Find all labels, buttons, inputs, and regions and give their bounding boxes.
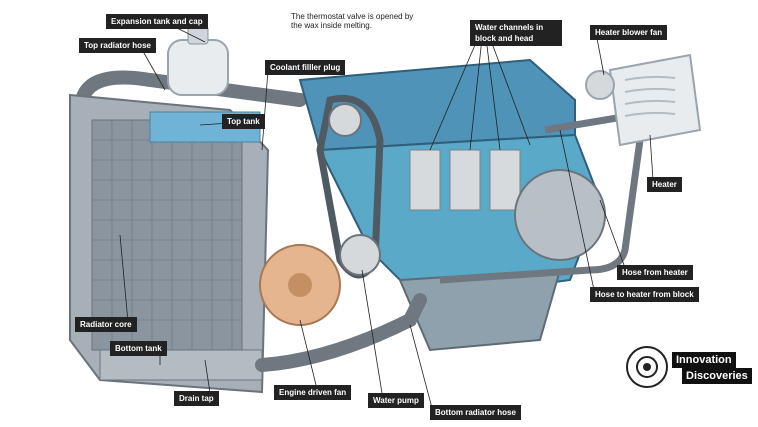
brand-logo-icon — [626, 346, 668, 388]
engine-fan-hub — [288, 273, 312, 297]
thermostat-note: The thermostat valve is opened by the wa… — [291, 12, 421, 30]
label-expansion-tank: Expansion tank and cap — [106, 14, 208, 29]
label-heater-blower-fan: Heater blower fan — [590, 25, 667, 40]
label-hose-from-heater: Hose from heater — [617, 265, 693, 280]
label-top-tank: Top tank — [222, 114, 265, 129]
pulley-bottom — [340, 235, 380, 275]
label-drain-tap: Drain tap — [174, 391, 219, 406]
expansion-tank — [168, 40, 228, 95]
label-top-radiator-hose: Top radiator hose — [79, 38, 156, 53]
label-bottom-radiator-hose: Bottom radiator hose — [430, 405, 521, 420]
label-water-pump: Water pump — [368, 393, 424, 408]
label-bottom-tank: Bottom tank — [110, 341, 167, 356]
label-heater: Heater — [647, 177, 682, 192]
label-engine-driven-fan: Engine driven fan — [274, 385, 351, 400]
brand-line1: Innovation — [672, 352, 736, 368]
engine-sump — [400, 270, 560, 350]
label-radiator-core: Radiator core — [75, 317, 137, 332]
label-water-channels: Water channels in block and head — [470, 20, 562, 46]
heater-blower-fan — [586, 71, 614, 99]
label-coolant-filler-plug: Coolant filller plug — [265, 60, 345, 75]
brand-block: Innovation Discoveries — [626, 346, 756, 390]
brand-line2: Discoveries — [682, 368, 752, 384]
label-hose-to-heater: Hose to heater from block — [590, 287, 699, 302]
flywheel — [515, 170, 605, 260]
radiator-core — [92, 120, 242, 350]
pulley-top — [329, 104, 361, 136]
pistons — [410, 150, 520, 210]
